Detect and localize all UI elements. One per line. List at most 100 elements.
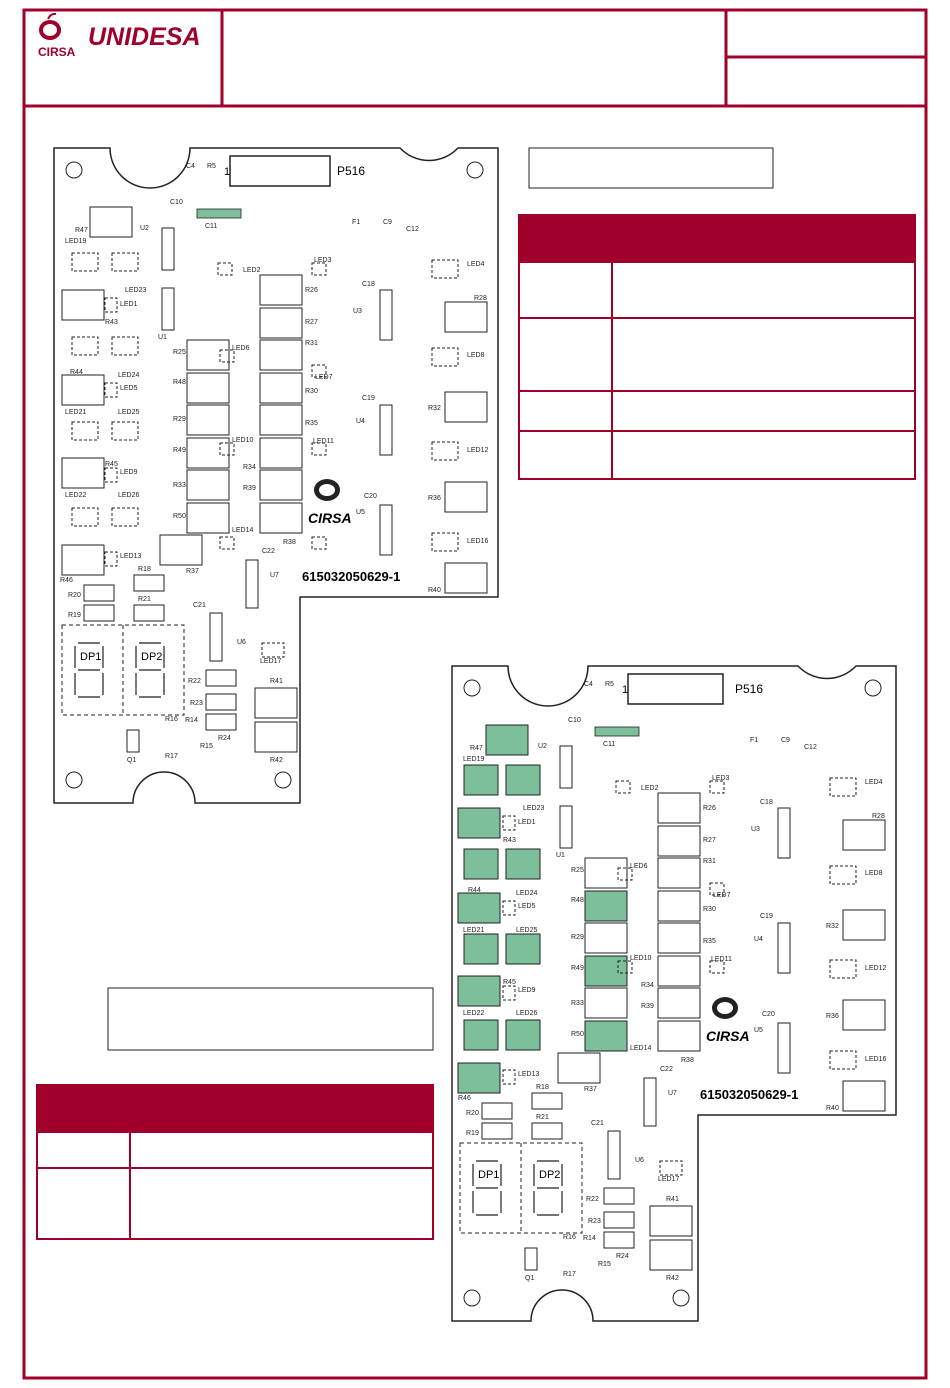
svg-text:C4: C4 [186, 163, 195, 170]
svg-text:R16: R16 [165, 716, 178, 723]
svg-text:U2: U2 [538, 743, 547, 750]
svg-text:R46: R46 [458, 1095, 471, 1102]
svg-text:R43: R43 [503, 837, 516, 844]
svg-text:LED5: LED5 [120, 385, 138, 392]
svg-text:R19: R19 [466, 1130, 479, 1137]
svg-text:R34: R34 [641, 982, 654, 989]
svg-text:LED16: LED16 [865, 1056, 887, 1063]
svg-text:LED2: LED2 [243, 267, 261, 274]
svg-text:R40: R40 [428, 587, 441, 594]
svg-text:R50: R50 [571, 1031, 584, 1038]
svg-text:R32: R32 [428, 405, 441, 412]
svg-text:R34: R34 [243, 464, 256, 471]
svg-text:R24: R24 [616, 1253, 629, 1260]
svg-text:R39: R39 [243, 485, 256, 492]
svg-text:LED13: LED13 [120, 553, 142, 560]
svg-text:LED9: LED9 [518, 987, 536, 994]
svg-text:C10: C10 [568, 717, 581, 724]
svg-text:LED25: LED25 [516, 927, 538, 934]
svg-text:R41: R41 [270, 678, 283, 685]
svg-text:LED26: LED26 [516, 1010, 538, 1017]
connector-label: P516 [337, 164, 365, 178]
svg-text:R35: R35 [703, 938, 716, 945]
svg-text:C4: C4 [584, 681, 593, 688]
svg-text:R48: R48 [571, 897, 584, 904]
svg-text:R26: R26 [703, 805, 716, 812]
pin1-label: 1 [224, 166, 230, 178]
svg-text:R17: R17 [165, 753, 178, 760]
svg-text:LED3: LED3 [712, 775, 730, 782]
svg-text:LED21: LED21 [463, 927, 485, 934]
svg-text:U5: U5 [754, 1027, 763, 1034]
svg-text:R36: R36 [428, 495, 441, 502]
connector-p516 [229, 155, 331, 187]
brand-large-text: UNIDESA [88, 23, 201, 51]
svg-text:LED19: LED19 [463, 756, 485, 763]
svg-text:LED12: LED12 [467, 447, 489, 454]
svg-text:C18: C18 [760, 799, 773, 806]
svg-text:LED5: LED5 [518, 903, 536, 910]
svg-text:C21: C21 [193, 602, 206, 609]
svg-text:F1: F1 [750, 737, 758, 744]
svg-text:R49: R49 [173, 447, 186, 454]
svg-text:U5: U5 [356, 509, 365, 516]
svg-text:R15: R15 [200, 743, 213, 750]
svg-text:R20: R20 [466, 1110, 479, 1117]
svg-text:R49: R49 [571, 965, 584, 972]
svg-text:U6: U6 [237, 639, 246, 646]
svg-text:R44: R44 [70, 369, 83, 376]
svg-text:R35: R35 [305, 420, 318, 427]
svg-text:R14: R14 [583, 1235, 596, 1242]
svg-text:LED9: LED9 [120, 469, 138, 476]
svg-text:LED11: LED11 [711, 956, 732, 963]
svg-text:C22: C22 [660, 1066, 673, 1073]
svg-text:LED4: LED4 [467, 261, 485, 268]
board-maker-logo-b: CIRSA [706, 1028, 750, 1044]
svg-text:LED23: LED23 [125, 287, 147, 294]
svg-text:R37: R37 [186, 568, 199, 575]
svg-text:U7: U7 [270, 572, 279, 579]
board-part-number-b: 615032050629-1 [700, 1087, 798, 1102]
svg-text:R33: R33 [173, 482, 186, 489]
svg-text:C19: C19 [760, 913, 773, 920]
svg-text:R22: R22 [586, 1196, 599, 1203]
svg-text:R45: R45 [105, 461, 118, 468]
svg-text:R18: R18 [536, 1084, 549, 1091]
svg-text:U4: U4 [754, 936, 763, 943]
svg-text:LED10: LED10 [232, 437, 254, 444]
svg-text:R48: R48 [173, 379, 186, 386]
svg-text:U3: U3 [353, 308, 362, 315]
svg-text:LED2: LED2 [641, 785, 659, 792]
cirsa-logo-icon [39, 12, 61, 40]
svg-text:LED1: LED1 [120, 301, 138, 308]
caption-box-top [528, 147, 774, 189]
svg-text:LED10: LED10 [630, 955, 652, 962]
svg-text:R43: R43 [105, 319, 118, 326]
svg-text:C11: C11 [603, 741, 615, 748]
svg-text:R47: R47 [470, 745, 483, 752]
svg-text:U6: U6 [635, 1157, 644, 1164]
svg-text:R42: R42 [270, 757, 283, 764]
svg-text:R17: R17 [563, 1271, 576, 1278]
svg-text:F1: F1 [352, 219, 360, 226]
svg-text:U7: U7 [668, 1090, 677, 1097]
brand-small-text: CIRSA [38, 45, 76, 59]
display-label-dp1: DP1 [80, 651, 101, 663]
svg-text:C22: C22 [262, 548, 275, 555]
svg-text:R31: R31 [703, 858, 716, 865]
svg-text:U1: U1 [158, 334, 167, 341]
svg-text:U4: U4 [356, 418, 365, 425]
svg-text:R29: R29 [173, 416, 186, 423]
svg-text:LED8: LED8 [865, 870, 883, 877]
svg-text:R27: R27 [703, 837, 716, 844]
svg-text:R36: R36 [826, 1013, 839, 1020]
display-label-dp1-b: DP1 [478, 1169, 499, 1181]
svg-text:R21: R21 [536, 1114, 549, 1121]
svg-text:R33: R33 [571, 1000, 584, 1007]
svg-text:LED3: LED3 [314, 257, 332, 264]
svg-text:R25: R25 [571, 867, 584, 874]
svg-text:LED1: LED1 [518, 819, 536, 826]
svg-text:R30: R30 [305, 388, 318, 395]
svg-text:U2: U2 [140, 225, 149, 232]
svg-text:LED24: LED24 [118, 372, 140, 379]
